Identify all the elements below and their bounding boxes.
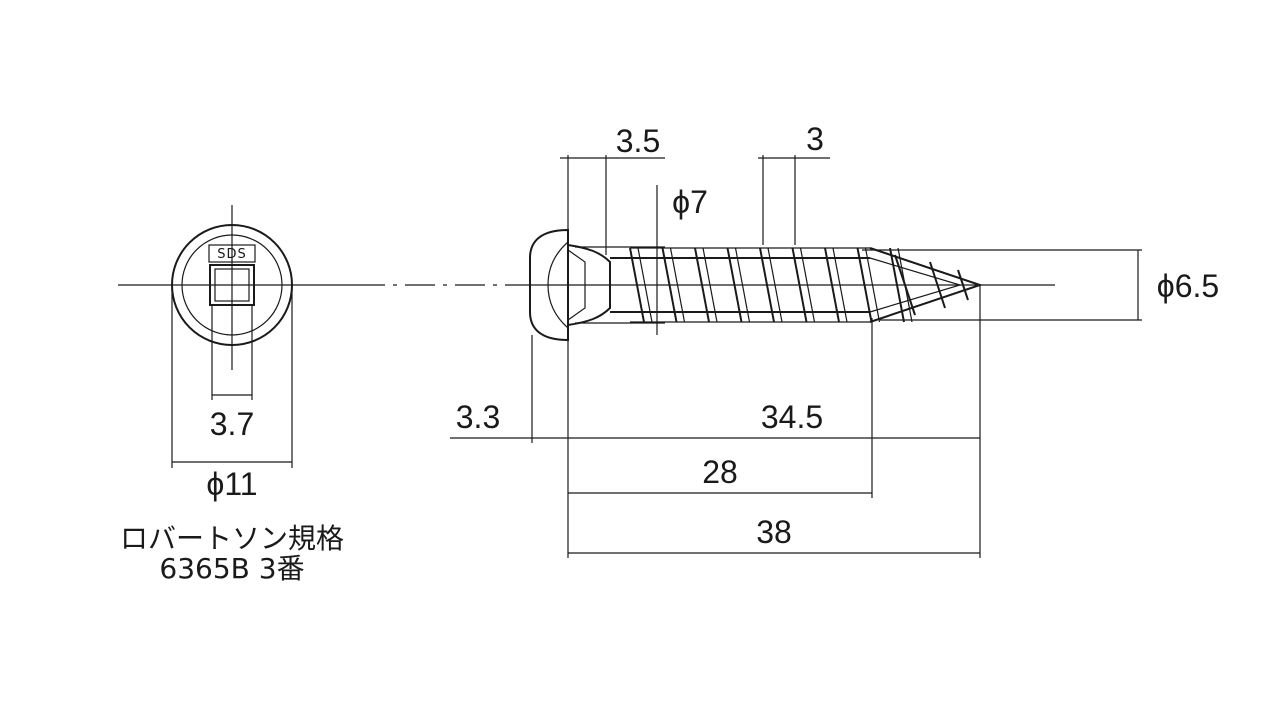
screw-side-view: 3.5 3 ϕ7 ϕ6.5 3.3 34.5 28 38 bbox=[355, 121, 1219, 558]
thread-flank bbox=[759, 247, 775, 323]
standard-note-line2: 6365B 3番 bbox=[159, 552, 304, 585]
head-socket-profile bbox=[547, 241, 569, 329]
thread-flank-back bbox=[702, 247, 718, 323]
thread-flank bbox=[694, 247, 710, 323]
thread-flank bbox=[889, 247, 905, 323]
thread-flanks bbox=[629, 247, 969, 323]
screw-head bbox=[529, 228, 569, 342]
head-outer-circle bbox=[171, 224, 293, 346]
head-end-view: SDS 3.7 ϕ11 bbox=[118, 205, 355, 502]
socket-width-label: 3.7 bbox=[210, 406, 254, 442]
standard-note-line1: ロバートソン規格 bbox=[120, 522, 344, 555]
thread-flank-back bbox=[832, 247, 848, 323]
thread-flank-back bbox=[799, 247, 816, 323]
tip-thread-flank bbox=[957, 269, 969, 301]
total-length-label: 38 bbox=[756, 514, 792, 550]
square-socket-inner bbox=[214, 268, 250, 302]
thread-diameter-label: ϕ6.5 bbox=[1157, 268, 1219, 304]
head-inner-circle bbox=[181, 234, 283, 336]
square-socket bbox=[209, 264, 255, 306]
head-diameter-label: ϕ11 bbox=[206, 466, 257, 502]
under-head-length-label: 34.5 bbox=[761, 399, 823, 435]
thread-flank bbox=[856, 247, 873, 323]
thread-flank bbox=[629, 247, 645, 323]
thread-flank-back bbox=[637, 247, 653, 323]
neck-diameter-label: ϕ7 bbox=[672, 184, 708, 220]
tip-thread-flank bbox=[894, 254, 916, 316]
thread-flank-back bbox=[864, 247, 881, 323]
screw-neck bbox=[567, 244, 611, 326]
tip-thread-flank bbox=[929, 261, 946, 309]
standard-note: ロバートソン規格 6365B 3番 bbox=[120, 522, 344, 585]
pitch-label: 3 bbox=[806, 121, 824, 157]
thread-start-label: 3.5 bbox=[616, 123, 660, 159]
head-recess bbox=[567, 249, 586, 321]
thread-flank bbox=[824, 247, 840, 323]
thread-flank-back bbox=[767, 247, 783, 323]
sds-mark-box bbox=[208, 244, 256, 263]
thread-length-label: 28 bbox=[702, 454, 738, 490]
sds-mark: SDS bbox=[217, 247, 247, 262]
thread-flank bbox=[726, 247, 743, 323]
thread-flank bbox=[661, 247, 678, 323]
head-height-label: 3.3 bbox=[456, 399, 500, 435]
thread-flank-back bbox=[669, 247, 686, 323]
thread-flank-back bbox=[734, 247, 751, 323]
thread-flank bbox=[791, 247, 808, 323]
